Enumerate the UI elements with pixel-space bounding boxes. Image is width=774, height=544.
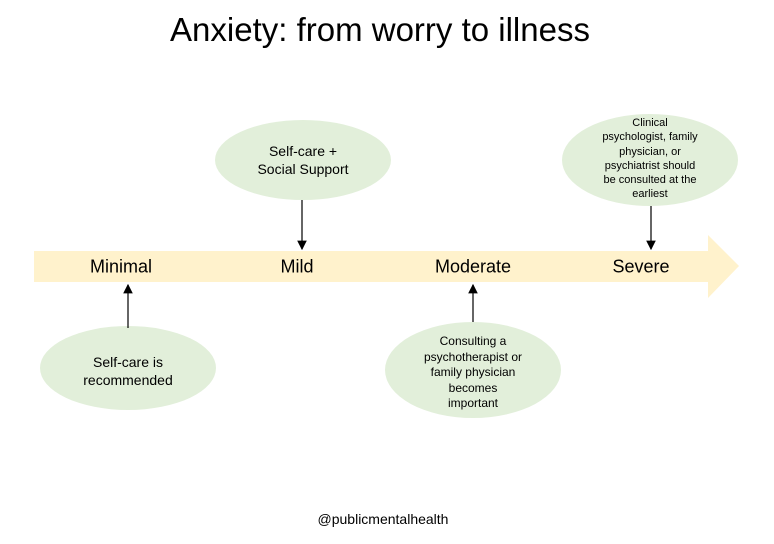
note-line: family physician — [430, 365, 516, 380]
note-line: Clinical — [632, 117, 668, 130]
minimal-note-bubble — [40, 326, 216, 410]
note-line: earliest — [632, 188, 668, 201]
stage-minimal: Minimal — [89, 256, 153, 277]
note-line: Consulting a — [439, 334, 507, 349]
note-line: Social Support — [257, 161, 349, 177]
note-line: psychologist, family — [602, 131, 698, 144]
stage-moderate: Moderate — [434, 256, 512, 277]
moderate-note: Consulting a psychotherapist or family p… — [424, 334, 522, 412]
note-line: be consulted at the — [603, 174, 697, 187]
severe-note: Clinical psychologist, family physician,… — [602, 116, 697, 202]
timeline-arrow — [34, 235, 739, 298]
mild-note: Self-care + Social Support — [257, 142, 348, 178]
note-line: becomes — [448, 380, 498, 395]
note-line: Self-care + — [268, 142, 338, 159]
note-line: psychiatrist should — [604, 160, 696, 172]
footer-handle: @publicmentalhealth — [317, 511, 449, 527]
note-line: psychotherapist or — [423, 349, 523, 364]
stage-mild: Mild — [280, 256, 314, 277]
note-line: recommended — [83, 372, 173, 388]
note-line: Self-care is — [92, 353, 164, 370]
moderate-note-bubble — [385, 322, 561, 418]
stage-severe: Severe — [612, 256, 670, 277]
minimal-note: Self-care is recommended — [83, 353, 173, 389]
mild-note-bubble — [215, 120, 391, 200]
note-line: physician, or — [619, 145, 681, 158]
severe-note-bubble — [562, 114, 738, 206]
note-line: important — [447, 396, 499, 411]
page-title: Anxiety: from worry to illness — [170, 11, 590, 48]
